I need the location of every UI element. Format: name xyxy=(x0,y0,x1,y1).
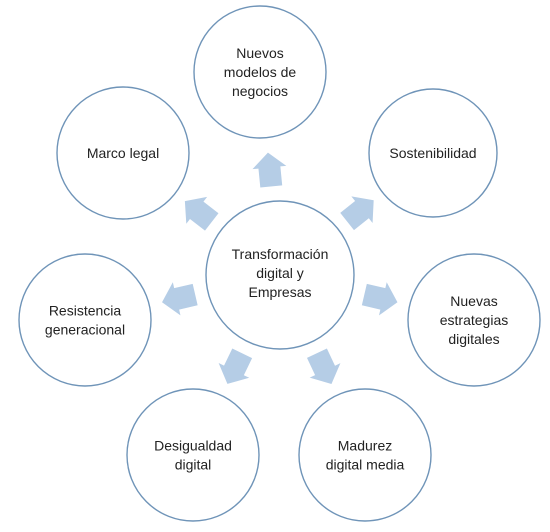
node-resistencia-generacional: Resistencia generacional xyxy=(18,253,152,387)
node-marco-legal: Marco legal xyxy=(56,86,190,220)
center-circle xyxy=(205,200,355,350)
arrow-to-nuevos-modelos-de-negocios xyxy=(252,152,287,188)
node-circle-desigualdad-digital xyxy=(126,388,260,522)
node-label-desigualdad-digital-line-1: Desigualdad xyxy=(154,438,232,454)
node-desigualdad-digital: Desigualdad digital xyxy=(126,388,260,522)
node-label-nuevas-estrategias-digitales-line-2: estrategias xyxy=(440,312,508,328)
arrow-to-nuevas-estrategias-digitales xyxy=(361,282,398,316)
center-label-line-3: Empresas xyxy=(248,284,311,300)
node-label-desigualdad-digital-line-2: digital xyxy=(175,457,212,473)
node-circle-nuevos-modelos-de-negocios xyxy=(193,5,327,139)
arrow-to-madurez-digital-media xyxy=(306,348,341,384)
arrows-layer xyxy=(162,152,398,384)
node-nuevos-modelos-de-negocios: Nuevos modelos de negocios xyxy=(193,5,327,139)
arrow-to-marco-legal xyxy=(184,196,219,231)
node-nuevas-estrategias-digitales: Nuevas estrategias digitales xyxy=(407,253,541,387)
node-circle-nuevas-estrategias-digitales xyxy=(407,253,541,387)
node-circle-madurez-digital-media xyxy=(298,388,432,522)
node-label-nuevas-estrategias-digitales-line-3: digitales xyxy=(448,331,499,347)
node-circle-resistencia-generacional xyxy=(18,253,152,387)
node-label-madurez-digital-media-line-1: Madurez xyxy=(338,438,392,454)
node-label-resistencia-generacional-line-1: Resistencia xyxy=(49,303,122,319)
center-node: Transformación digital y Empresas xyxy=(205,200,355,350)
node-label-madurez-digital-media-line-2: digital media xyxy=(326,457,405,473)
node-label-sostenibilidad-line-1: Sostenibilidad xyxy=(389,145,476,161)
node-label-nuevos-modelos-de-negocios-line-2: modelos de xyxy=(224,64,297,80)
arrow-to-sostenibilidad xyxy=(340,196,374,231)
node-label-resistencia-generacional-line-2: generacional xyxy=(45,322,125,338)
node-label-marco-legal-line-1: Marco legal xyxy=(87,145,159,161)
node-circle-sostenibilidad xyxy=(368,88,498,218)
arrow-to-resistencia-generacional xyxy=(162,282,198,316)
node-madurez-digital-media: Madurez digital media xyxy=(298,388,432,522)
node-label-nuevos-modelos-de-negocios-line-1: Nuevos xyxy=(236,45,283,61)
arrow-to-desigualdad-digital xyxy=(218,348,253,384)
center-label-line-2: digital y xyxy=(256,265,303,281)
center-label-line-1: Transformación xyxy=(232,246,329,262)
node-circle-marco-legal xyxy=(56,86,190,220)
node-label-nuevos-modelos-de-negocios-line-3: negocios xyxy=(232,83,288,99)
node-sostenibilidad: Sostenibilidad xyxy=(368,88,498,218)
node-label-nuevas-estrategias-digitales-line-1: Nuevas xyxy=(450,293,497,309)
center-layer: Transformación digital y Empresas xyxy=(205,200,355,350)
